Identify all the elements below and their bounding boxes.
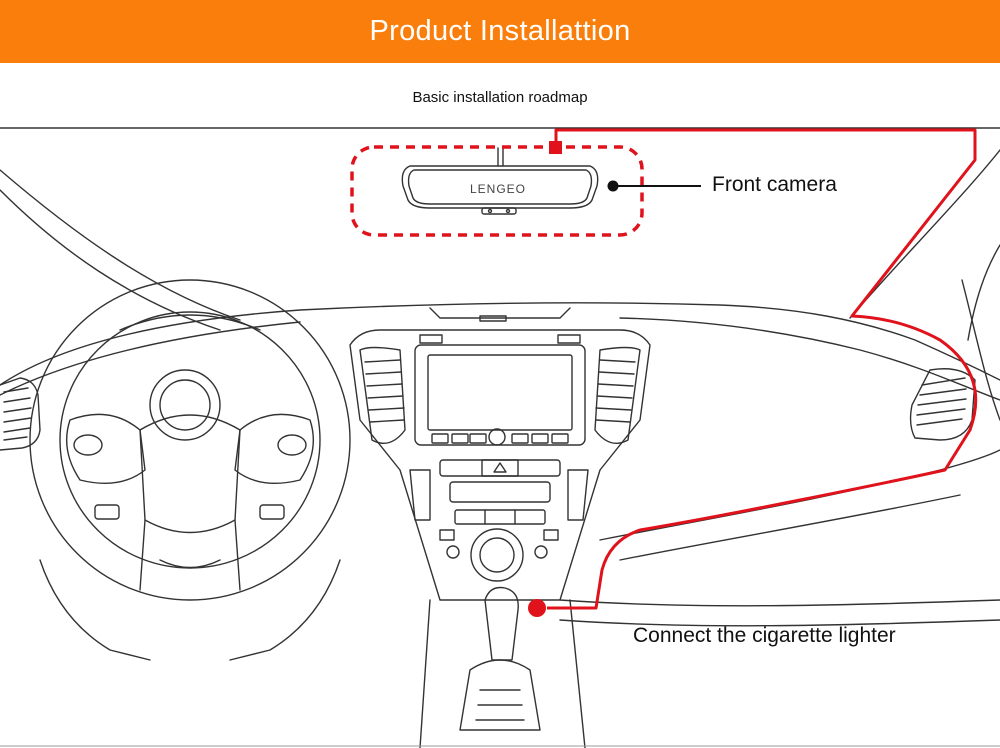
steering-wheel bbox=[29, 279, 351, 661]
gear-shifter bbox=[419, 586, 586, 748]
left-side-vent bbox=[0, 377, 41, 451]
diagram-subtitle: Basic installation roadmap bbox=[412, 89, 588, 106]
front-camera-highlight bbox=[350, 145, 644, 237]
power-cable-route bbox=[547, 128, 978, 610]
right-side-vent bbox=[909, 368, 976, 441]
mirror-brand-label: LENGEO bbox=[470, 182, 526, 196]
front-camera-label: Front camera bbox=[712, 173, 837, 196]
rearview-mirror bbox=[401, 147, 599, 215]
front-camera-leader bbox=[607, 180, 701, 192]
cigarette-lighter-socket bbox=[528, 599, 546, 617]
header-banner: Product Installattion bbox=[0, 0, 1000, 63]
cigarette-lighter-label: Connect the cigarette lighter bbox=[633, 624, 896, 647]
center-console bbox=[349, 329, 651, 601]
page-title: Product Installattion bbox=[369, 15, 631, 47]
dashboard bbox=[0, 302, 1000, 627]
windshield-frame bbox=[0, 127, 1000, 421]
